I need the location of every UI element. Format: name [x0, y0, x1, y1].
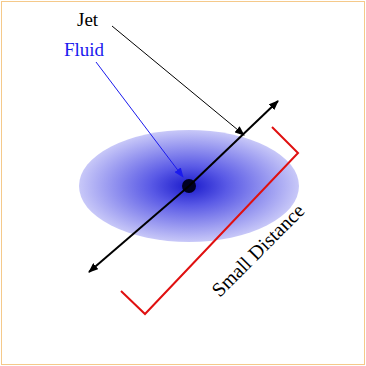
jet-arrow: [189, 101, 278, 186]
jet-leader-line: [112, 26, 244, 135]
jet-arrow: [89, 186, 189, 272]
jet-label: Jet: [77, 10, 98, 29]
fluid-leader-line: [96, 62, 183, 177]
fluid-label: Fluid: [64, 40, 104, 59]
